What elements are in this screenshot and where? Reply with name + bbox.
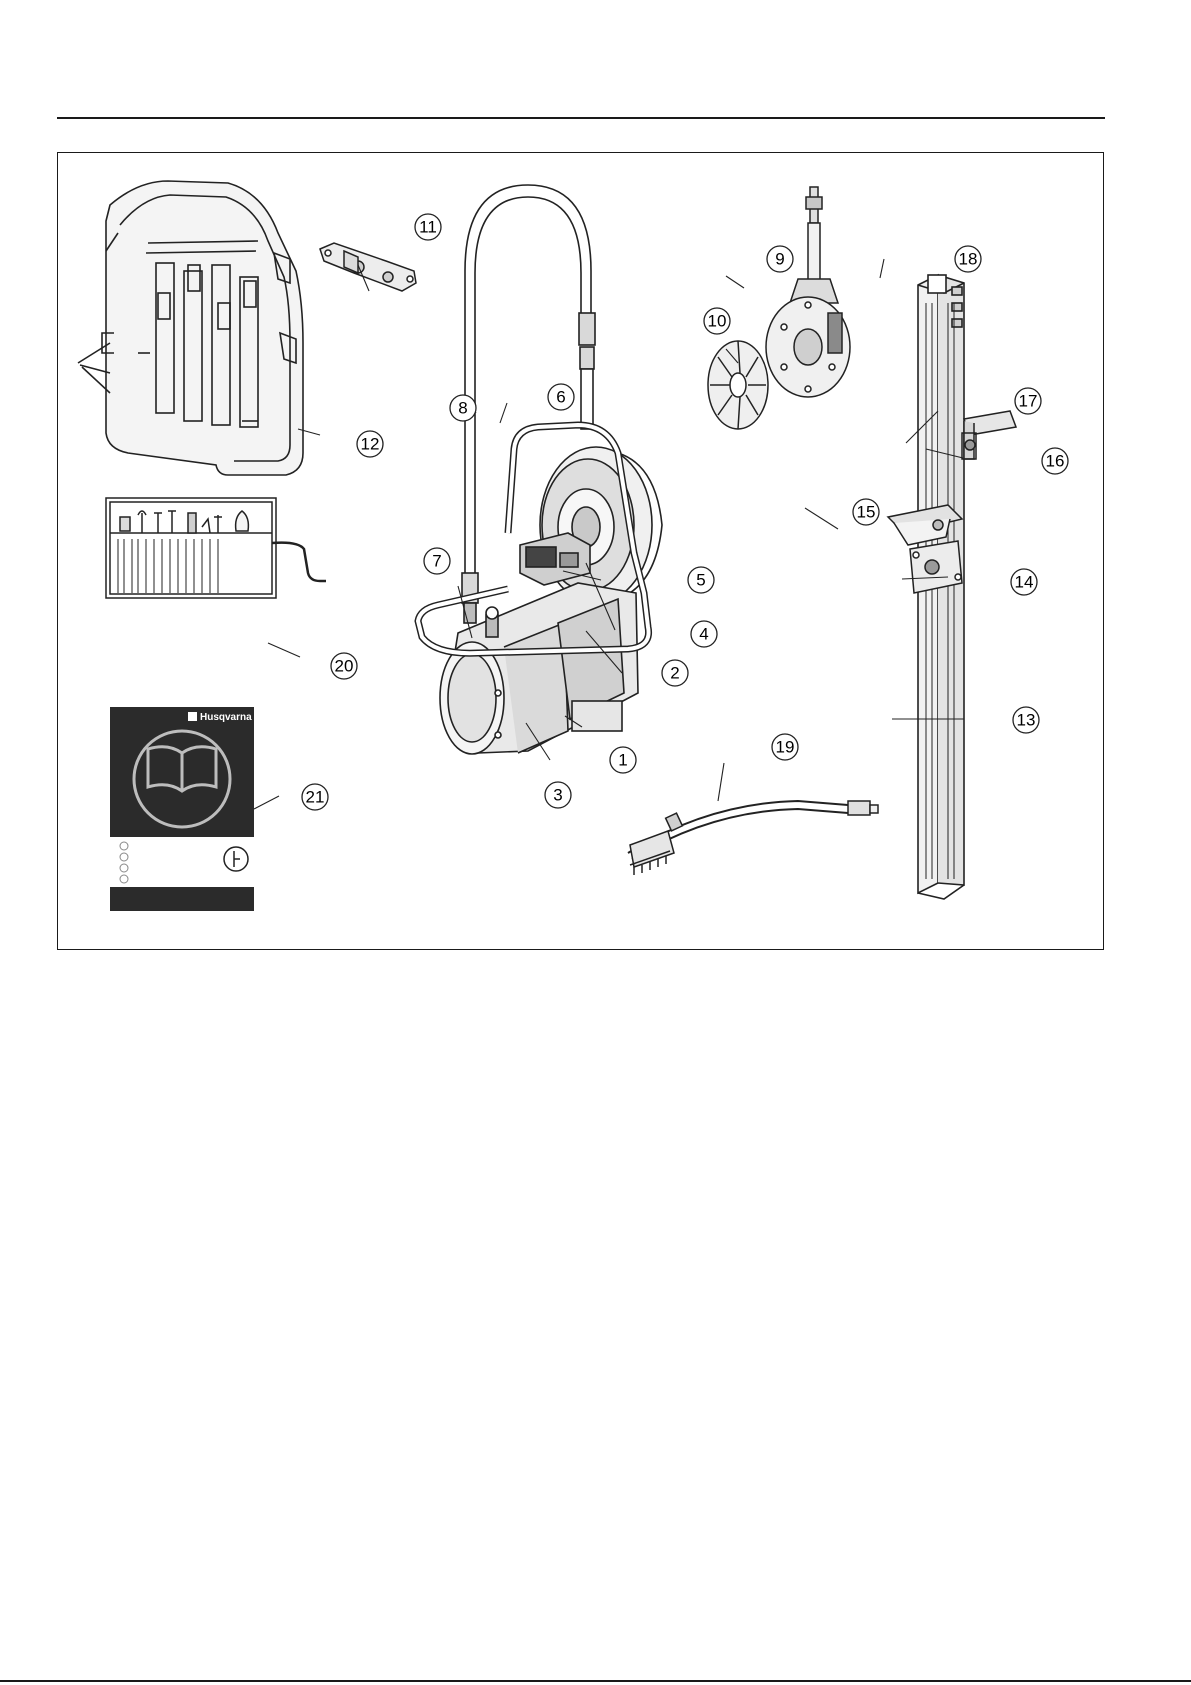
callout-label-16: 16: [1046, 452, 1065, 471]
callout-label-17: 17: [1019, 392, 1038, 411]
callout-label-6: 6: [556, 388, 565, 407]
callout-label-9: 9: [775, 250, 784, 269]
stop-bracket: [962, 411, 1016, 459]
header-rule: [57, 117, 1105, 119]
parts-figure: Husqvarna: [57, 152, 1104, 950]
wheel-assembly: [766, 187, 850, 397]
disc: [708, 341, 768, 429]
callout-label-14: 14: [1015, 573, 1034, 592]
callout-label-19: 19: [776, 738, 795, 757]
callout-label-8: 8: [458, 399, 467, 418]
callout-label-15: 15: [857, 503, 876, 522]
carrying-case: [78, 181, 303, 475]
husqvarna-logo-icon: [188, 712, 197, 721]
callout-label-10: 10: [708, 312, 727, 331]
clamp-bracket: [320, 243, 416, 291]
parts-illustration: Husqvarna: [58, 153, 1105, 951]
callout-label-18: 18: [959, 250, 978, 269]
callout-label-13: 13: [1017, 711, 1036, 730]
manual-brand: Husqvarna: [200, 712, 252, 723]
callout-label-11: 11: [419, 218, 437, 237]
callout-label-4: 4: [699, 625, 708, 644]
callout-label-1: 1: [618, 751, 627, 770]
carriage: [888, 505, 962, 593]
callout-label-21: 21: [306, 788, 325, 807]
operators-manual: Husqvarna: [110, 707, 254, 911]
callout-label-20: 20: [335, 657, 354, 676]
callout-label-3: 3: [553, 786, 562, 805]
callout-label-5: 5: [696, 571, 705, 590]
callout-label-2: 2: [670, 664, 679, 683]
tool-roll: [106, 498, 326, 598]
callout-label-7: 7: [432, 552, 441, 571]
water-hose-brush: [628, 801, 878, 875]
drive-motor: [418, 425, 662, 754]
footer-rule: [0, 1680, 1191, 1682]
callout-label-12: 12: [361, 435, 380, 454]
